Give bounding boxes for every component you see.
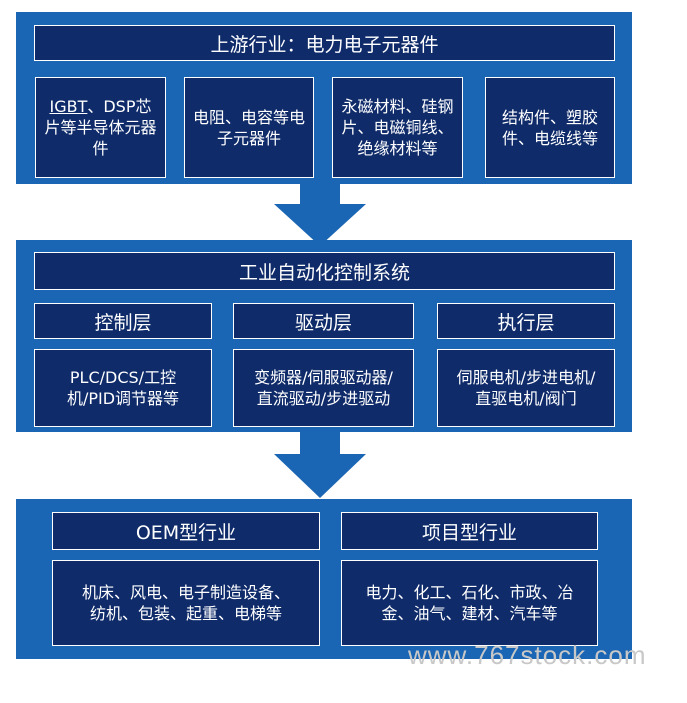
sector-project-name: 项目型行业 xyxy=(341,512,598,550)
sector-oem-name: OEM型行业 xyxy=(52,512,320,550)
sector-oem-content: 机床、风电、电子制造设备、纺机、包装、起重、电梯等 xyxy=(52,560,320,646)
upstream-item-structural: 结构件、塑胶件、电缆线等 xyxy=(485,77,615,178)
layer-control-name: 控制层 xyxy=(34,303,212,339)
upstream-item-semiconductor: IGBT、DSP芯片等半导体元器件 xyxy=(35,77,166,178)
upstream-title: 上游行业：电力电子元器件 xyxy=(34,25,615,61)
upstream-item-materials: 永磁材料、硅钢片、电磁铜线、绝缘材料等 xyxy=(332,77,463,178)
arrow-down-icon xyxy=(274,184,366,246)
layer-drive-content: 变频器/伺服驱动器/直流驱动/步进驱动 xyxy=(233,349,414,427)
upstream-item-semiconductor-rest: 、DSP芯片等半导体元器件 xyxy=(44,97,157,158)
upstream-item-semiconductor-igbt: IGBT xyxy=(49,97,88,116)
layer-execute-content: 伺服电机/步进电机/直驱电机/阀门 xyxy=(437,349,615,427)
sector-project-content: 电力、化工、石化、市政、冶金、油气、建材、汽车等 xyxy=(341,560,598,646)
watermark: www.767stock.com xyxy=(408,640,647,670)
midstream-title: 工业自动化控制系统 xyxy=(34,252,615,290)
layer-execute-name: 执行层 xyxy=(437,303,615,339)
upstream-item-passive: 电阻、电容等电子元器件 xyxy=(184,77,314,178)
layer-drive-name: 驱动层 xyxy=(233,303,414,339)
layer-control-content: PLC/DCS/工控机/PID调节器等 xyxy=(34,349,212,427)
arrow-down-icon xyxy=(274,432,366,498)
